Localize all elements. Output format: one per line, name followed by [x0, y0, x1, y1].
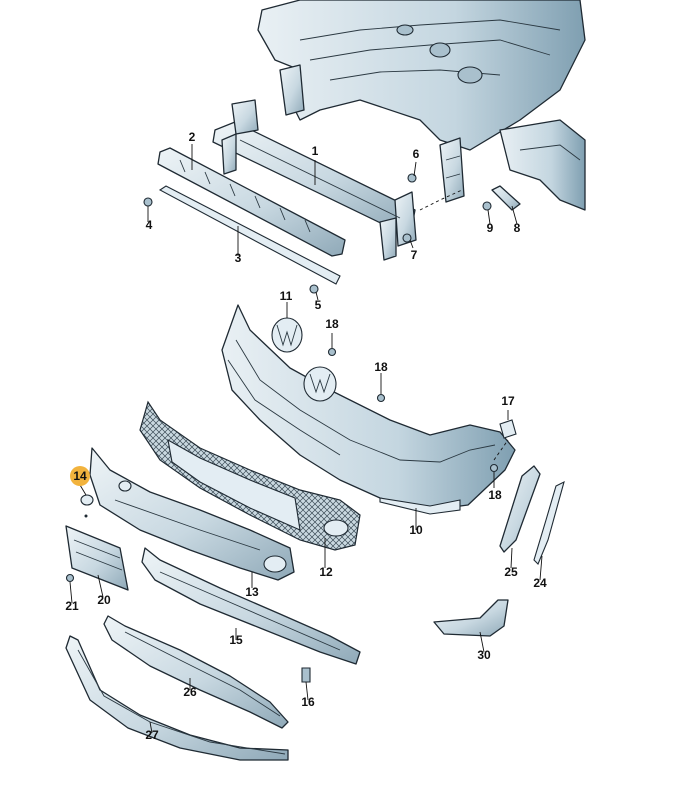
callout-7: 7: [411, 248, 418, 262]
part-20-plate-bracket: [65, 525, 129, 591]
callout-8: 8: [514, 221, 521, 235]
part-11-badge: [271, 317, 303, 353]
callout-18-side: 18: [488, 488, 502, 502]
callout-25: 25: [504, 565, 518, 579]
callout-21: 21: [65, 599, 79, 613]
callout-18-middle: 18: [374, 360, 388, 374]
part-1-bumper-carrier: [212, 99, 417, 261]
part-12-grille: [139, 400, 361, 551]
callout-12: 12: [319, 565, 333, 579]
callout-4: 4: [146, 218, 153, 232]
fasteners-upper: [143, 173, 521, 294]
fasteners-lower: [301, 347, 517, 683]
callout-6: 6: [413, 147, 420, 161]
callout-14: 14: [73, 469, 87, 483]
part-13-lower-frame: [89, 447, 295, 581]
part-24-side-bracket: [533, 480, 565, 565]
part-25-side-bracket: [499, 465, 541, 553]
part-2-impact-absorber: [157, 147, 346, 257]
vehicle-body-structure: [257, 0, 586, 211]
part-15-spoiler: [141, 547, 361, 665]
part-26-undertray: [103, 615, 289, 729]
callout-16: 16: [301, 695, 315, 709]
callout-5: 5: [315, 298, 322, 312]
leader-lines: [69, 144, 543, 734]
callout-labels: 1 2 3 4 5 6 7 8 9 10 11 12 13 14 15 16 1…: [65, 130, 547, 742]
callout-3: 3: [235, 251, 242, 265]
callout-17: 17: [501, 394, 515, 408]
callout-10: 10: [409, 523, 423, 537]
callout-20: 20: [97, 593, 111, 607]
part-10-bumper-cover: [221, 304, 516, 515]
part-3-strip: [158, 185, 341, 285]
part-30-corner-piece: [433, 599, 509, 637]
callout-18-top: 18: [325, 317, 339, 331]
callout-27: 27: [145, 728, 159, 742]
callout-9: 9: [487, 221, 494, 235]
callout-26: 26: [183, 685, 197, 699]
callout-13: 13: [245, 585, 259, 599]
part-14-clip: [80, 494, 94, 518]
callout-30: 30: [477, 648, 491, 662]
callout-1: 1: [312, 144, 319, 158]
callout-2: 2: [189, 130, 196, 144]
callout-11: 11: [280, 289, 293, 303]
callout-14-highlight: [70, 466, 90, 486]
callout-15: 15: [229, 633, 243, 647]
callout-24: 24: [533, 576, 547, 590]
